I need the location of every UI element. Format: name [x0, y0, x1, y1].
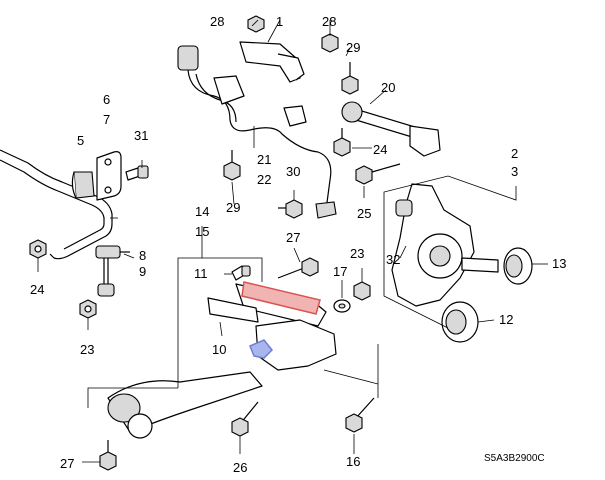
stabilizer-bar	[0, 149, 113, 260]
bushing-12	[441, 301, 479, 343]
callout-26: 27	[286, 230, 300, 245]
bolt-29-top	[341, 62, 359, 95]
sensor-wire	[177, 45, 337, 219]
callout-23: 23	[350, 246, 364, 261]
bolt-24-upper	[355, 163, 401, 185]
callout-15: 15	[195, 224, 209, 239]
bolt-16	[345, 397, 375, 433]
nut-21	[79, 299, 97, 319]
callout-11: 11	[194, 266, 208, 281]
bolt-25	[333, 128, 351, 157]
stabilizer-bushing	[71, 171, 95, 199]
callouts: 28 1 28 29 20 6 7 5 31 24 2 3 21 22 30 2…	[30, 14, 566, 475]
callout-32: 32	[386, 252, 400, 267]
callout-19: 21	[257, 152, 271, 167]
leader-lines	[37, 19, 548, 463]
trailing-link	[341, 101, 441, 157]
reference-code: S5A3B2900C	[484, 453, 545, 464]
callout-30: 30	[286, 164, 300, 179]
bolt-27	[99, 440, 117, 471]
callout-8: 8	[139, 248, 146, 263]
bolt-26	[277, 257, 319, 279]
callout-7: 7	[103, 112, 110, 127]
bolt-28-right	[321, 33, 339, 53]
callout-14: 14	[195, 204, 209, 219]
stabilizer-link	[95, 245, 130, 297]
callout-24: 25	[357, 206, 371, 221]
bolt-29-bottom	[223, 150, 241, 181]
callout-6: 6	[103, 92, 110, 107]
callout-25: 24	[373, 142, 387, 157]
callout-28: 28	[210, 14, 224, 29]
callout-9: 9	[139, 264, 146, 279]
nut-22	[29, 239, 47, 259]
bolt-11	[231, 265, 251, 281]
callout-20: 22	[257, 172, 271, 187]
bushing-13	[503, 247, 533, 285]
callout-3: 3	[511, 164, 518, 179]
bolt-30	[278, 199, 303, 219]
callout-17: 17	[333, 264, 347, 279]
bolt-28-left	[247, 15, 265, 33]
bolt-24-lower	[231, 401, 259, 437]
highlighted-bracket	[249, 339, 274, 359]
callout-28: 28	[322, 14, 336, 29]
callout-22: 24	[30, 282, 44, 297]
sensor-bracket	[239, 41, 305, 83]
callout-13: 13	[552, 256, 566, 271]
callout-1: 1	[276, 14, 283, 29]
callout-21: 23	[80, 342, 94, 357]
callout-5: 5	[77, 133, 84, 148]
callout-31: 31	[134, 128, 148, 143]
knuckle	[391, 183, 499, 307]
bushing-holder	[96, 151, 122, 201]
callout-10: 10	[212, 342, 226, 357]
washer-17	[333, 299, 351, 313]
callout-27: 27	[60, 456, 74, 471]
highlighted-arm	[241, 281, 321, 315]
callout-29: 29	[346, 40, 360, 55]
callout-16: 16	[346, 454, 360, 469]
callout-2: 2	[511, 146, 518, 161]
callout-24: 26	[233, 460, 247, 475]
bolt-31	[125, 165, 149, 181]
callout-12: 12	[499, 312, 513, 327]
nut-23	[353, 281, 371, 301]
callout-29: 29	[226, 200, 240, 215]
callout-18: 20	[381, 80, 395, 95]
